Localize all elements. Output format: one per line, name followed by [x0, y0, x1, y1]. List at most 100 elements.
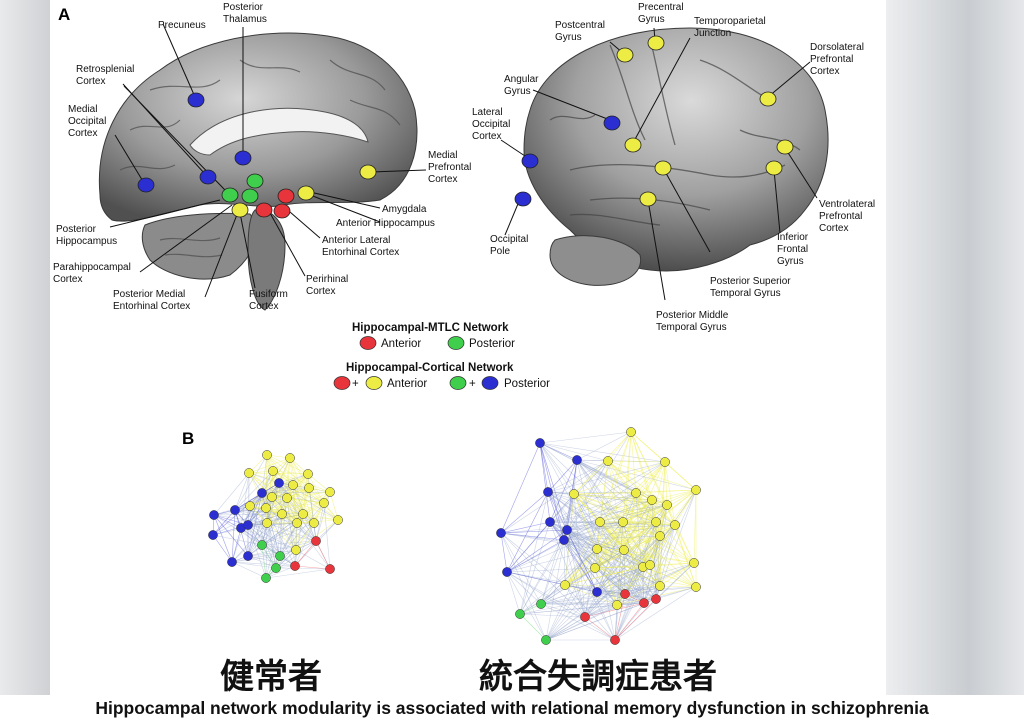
healthy-edge	[247, 555, 277, 569]
patient-edge	[594, 567, 697, 588]
healthy-edge	[231, 513, 283, 563]
patient-edge	[623, 431, 632, 551]
healthy-edge	[234, 472, 250, 511]
healthy-edge	[265, 507, 277, 569]
legend-cortical-red-swatch	[333, 376, 351, 390]
healthy-edge	[240, 470, 274, 529]
patient-edge	[539, 442, 598, 550]
patient-node-blue	[543, 487, 553, 497]
patient-edge	[573, 431, 632, 495]
patient-edge	[547, 491, 626, 595]
patient-edge	[500, 442, 541, 534]
medial-brain	[98, 32, 418, 311]
patient-edge	[545, 566, 644, 641]
healthy-edge	[315, 540, 331, 570]
patient-edge	[596, 566, 644, 593]
patient-edge	[614, 524, 676, 641]
patient-edge	[519, 593, 626, 615]
healthy-node-yellow	[333, 515, 343, 525]
label-inferior-frontal-1: Inferior	[777, 232, 809, 243]
label-dorsolateral-1: Dorsolateral	[810, 42, 864, 53]
healthy-edge	[247, 513, 283, 557]
patient-edge	[506, 493, 575, 573]
healthy-edge	[279, 497, 288, 557]
patient-edge	[622, 521, 695, 564]
patient-node-blue	[535, 438, 545, 448]
patient-edge	[623, 549, 695, 564]
healthy-edge	[231, 555, 281, 563]
patient-node-blue	[592, 587, 602, 597]
label-ventrolateral-1: Ventrolateral	[819, 199, 875, 210]
patient-edge	[566, 521, 657, 531]
healthy-edge	[261, 473, 309, 494]
patient-edge	[655, 586, 697, 600]
patient-edge	[545, 585, 661, 641]
patient-edge	[540, 603, 618, 606]
label-posterior-hippocampus-1: Posterior	[56, 224, 97, 235]
patient-edge	[576, 459, 697, 491]
patient-node-green	[536, 599, 546, 609]
lateral-cerebellum-shape	[549, 235, 642, 286]
dot-posterior-hippocampus-1	[246, 173, 264, 189]
patient-edge	[693, 489, 697, 564]
healthy-node-blue	[208, 530, 218, 540]
patient-edge	[649, 524, 676, 566]
patient-edge	[573, 493, 645, 604]
healthy-edge	[234, 509, 283, 515]
healthy-node-blue	[257, 488, 267, 498]
patient-edge	[549, 492, 637, 523]
healthy-edge	[308, 487, 317, 542]
dot-occipital-pole	[514, 191, 532, 207]
patient-edge	[573, 493, 624, 523]
patient-edge	[500, 491, 549, 534]
healthy-edge	[261, 544, 267, 579]
dot-fusiform	[231, 202, 249, 218]
patient-edge	[564, 584, 618, 606]
healthy-edge	[249, 473, 309, 507]
label-anterior-hippocampus: Anterior Hippocampus	[336, 218, 435, 229]
patient-edge	[594, 521, 657, 569]
healthy-edge	[329, 491, 339, 521]
healthy-edge	[275, 567, 331, 570]
patient-edge	[584, 616, 616, 641]
patient-edge	[563, 524, 676, 541]
healthy-edge	[249, 505, 281, 557]
label-lateral-occipital-3: Cortex	[472, 131, 501, 142]
healthy-edge	[247, 492, 263, 526]
patient-edge	[596, 548, 695, 564]
patient-edge	[607, 460, 653, 501]
patient-edge	[506, 571, 566, 586]
healthy-edge	[212, 534, 233, 563]
patient-edge	[540, 603, 616, 641]
dot-precentral	[647, 35, 665, 51]
patient-edge	[506, 571, 616, 641]
patient-edge	[607, 460, 625, 551]
patient-edge	[573, 493, 586, 618]
patient-edge	[584, 535, 661, 618]
healthy-edge	[249, 505, 297, 551]
label-anterior-lateral-entorhinal-1: Anterior Lateral	[322, 235, 390, 246]
patient-edge	[607, 460, 666, 463]
patient-edge	[506, 567, 596, 573]
patient-edge	[584, 564, 651, 618]
healthy-node-yellow	[304, 483, 314, 493]
healthy-edge	[278, 473, 309, 484]
label-ventrolateral-2: Prefrontal	[819, 211, 862, 222]
healthy-node-blue	[274, 478, 284, 488]
healthy-node-yellow	[277, 509, 287, 519]
patient-edge	[545, 521, 601, 641]
patient-edge	[564, 584, 661, 587]
patient-edge	[599, 521, 645, 604]
background-right	[886, 0, 1024, 721]
healthy-edge	[265, 522, 298, 579]
healthy-node-blue	[209, 510, 219, 520]
healthy-edge	[231, 561, 267, 579]
patient-edge	[506, 521, 624, 573]
patient-edge	[564, 567, 596, 586]
patient-node-green	[515, 609, 525, 619]
patient-node-red	[620, 589, 630, 599]
patient-edge	[545, 616, 586, 641]
healthy-edge	[240, 527, 297, 551]
patient-edge	[563, 539, 644, 568]
patient-edge	[614, 549, 625, 641]
